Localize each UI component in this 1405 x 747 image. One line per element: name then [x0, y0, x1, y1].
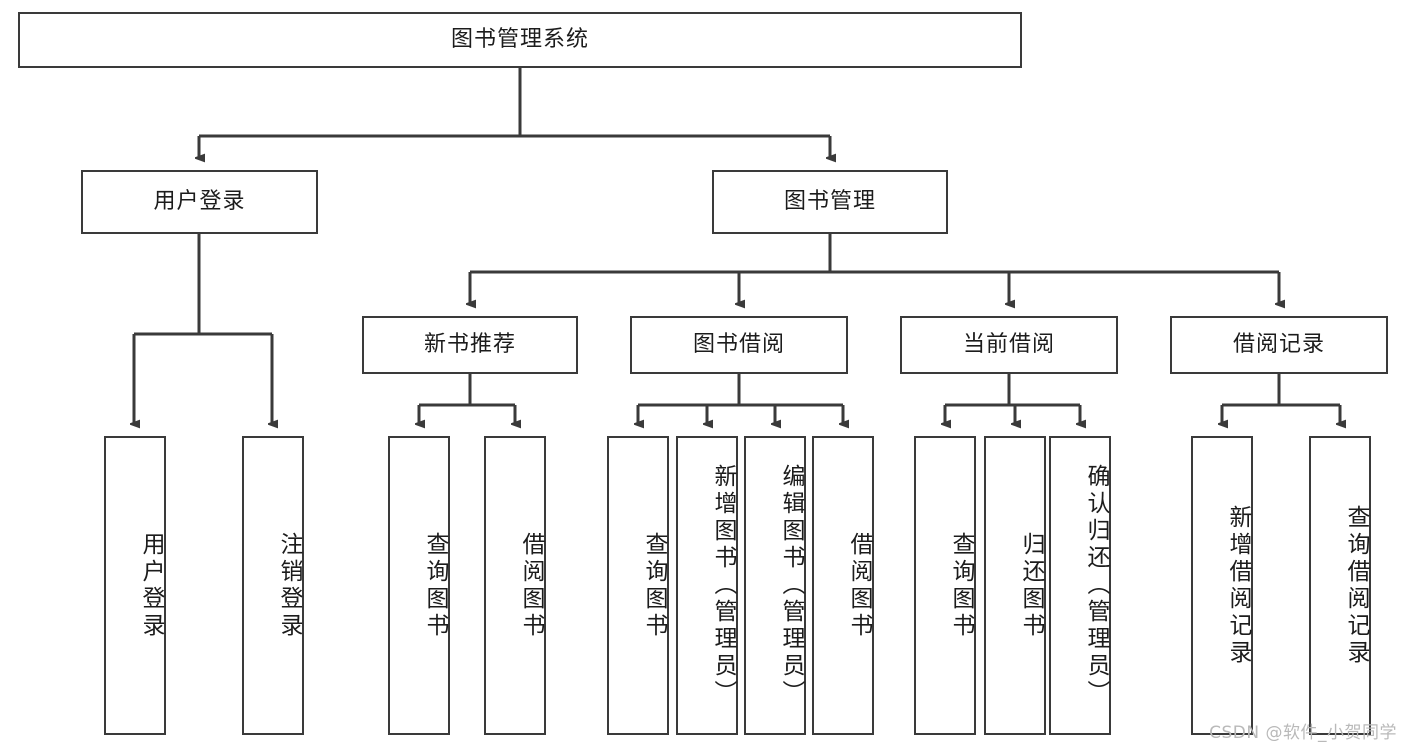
- node-label: 新书推荐: [423, 332, 516, 358]
- node-label: 借阅图书: [846, 531, 872, 640]
- node-label: 查询图书: [948, 531, 974, 640]
- node-root-book-management-system[interactable]: 图书管理系统: [18, 12, 1022, 68]
- node-leaf-query-book-recommend[interactable]: 查询图书: [388, 436, 450, 735]
- node-leaf-add-book[interactable]: 新增图书（管理员）: [676, 436, 738, 735]
- node-leaf-query-book-borrow[interactable]: 查询图书: [607, 436, 669, 735]
- node-label: 查询图书: [422, 531, 448, 640]
- node-current-borrow[interactable]: 当前借阅: [900, 316, 1118, 374]
- node-leaf-borrow-book[interactable]: 借阅图书: [812, 436, 874, 735]
- node-label: 用户登录: [153, 189, 246, 215]
- node-leaf-add-borrow-record[interactable]: 新增借阅记录: [1191, 436, 1253, 735]
- node-leaf-borrow-book-recommend[interactable]: 借阅图书: [484, 436, 546, 735]
- node-label: 新增借阅记录: [1225, 504, 1251, 667]
- node-user-login[interactable]: 用户登录: [81, 170, 318, 234]
- node-leaf-query-borrow-record[interactable]: 查询借阅记录: [1309, 436, 1371, 735]
- node-label: 查询图书: [641, 531, 667, 640]
- node-label: 编辑图书（管理员）: [778, 464, 804, 707]
- node-label: 用户登录: [138, 531, 164, 640]
- node-label: 借阅记录: [1232, 332, 1325, 358]
- node-leaf-logout[interactable]: 注销登录: [242, 436, 304, 735]
- node-leaf-return-book[interactable]: 归还图书: [984, 436, 1046, 735]
- node-leaf-confirm-return[interactable]: 确认归还（管理员）: [1049, 436, 1111, 735]
- node-label: 图书管理系统: [450, 27, 589, 53]
- node-label: 确认归还（管理员）: [1083, 464, 1109, 707]
- watermark-text: CSDN @软件_小贺同学: [1209, 723, 1397, 743]
- node-label: 新增图书（管理员）: [710, 464, 736, 707]
- node-label: 当前借阅: [962, 332, 1055, 358]
- node-book-borrow[interactable]: 图书借阅: [630, 316, 848, 374]
- node-label: 图书借阅: [692, 332, 785, 358]
- node-label: 借阅图书: [518, 531, 544, 640]
- node-leaf-user-login[interactable]: 用户登录: [104, 436, 166, 735]
- node-label: 归还图书: [1018, 531, 1044, 640]
- node-leaf-query-book-current[interactable]: 查询图书: [914, 436, 976, 735]
- node-label: 图书管理: [783, 189, 876, 215]
- node-new-book-recommend[interactable]: 新书推荐: [362, 316, 578, 374]
- node-label: 注销登录: [276, 531, 302, 640]
- node-label: 查询借阅记录: [1343, 504, 1369, 667]
- node-borrow-record[interactable]: 借阅记录: [1170, 316, 1388, 374]
- node-leaf-edit-book[interactable]: 编辑图书（管理员）: [744, 436, 806, 735]
- node-book-manage[interactable]: 图书管理: [712, 170, 948, 234]
